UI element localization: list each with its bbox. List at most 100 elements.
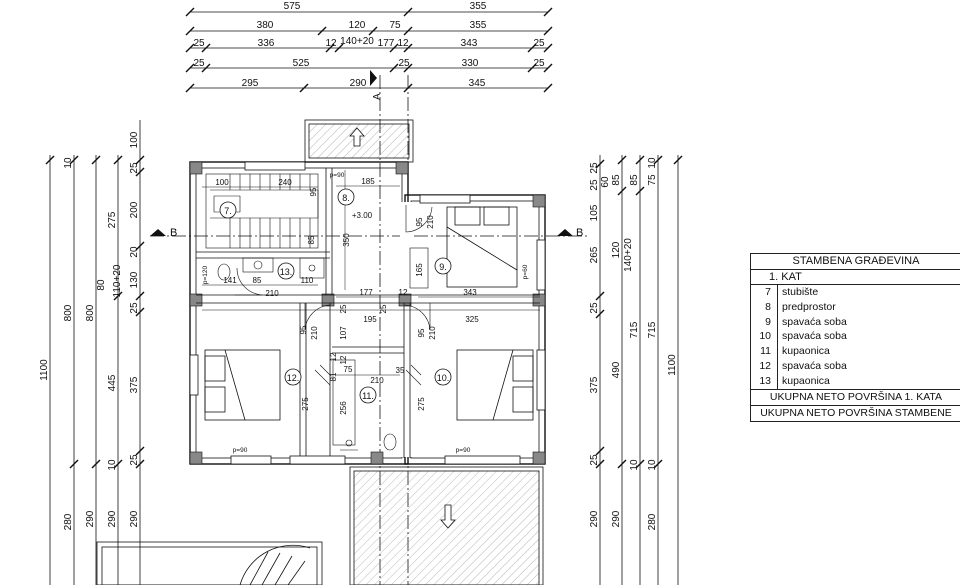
dim-top-r3-0: 25 xyxy=(193,38,205,49)
dim-top-r1-1: 355 xyxy=(470,1,487,12)
dim-int-p90c: p=90 xyxy=(330,172,345,179)
legend-row: 8 predprostor xyxy=(751,299,960,315)
legend-row-name: kupaonica xyxy=(782,345,830,358)
left-dimension-lines xyxy=(45,120,145,585)
dim-int-95a: 95 xyxy=(415,217,424,226)
bathroom-13-fixtures xyxy=(217,257,325,281)
dim-int-p90b: p=90 xyxy=(456,447,471,454)
dim-left-f3: 130 xyxy=(129,271,140,288)
dim-top-r4-0: 25 xyxy=(193,58,205,69)
dim-left-e3: 110+20 xyxy=(112,264,123,297)
dim-right-b4: 490 xyxy=(611,361,622,378)
dim-int-25b: 25 xyxy=(379,304,388,313)
dim-top-r2-3: 355 xyxy=(470,20,487,31)
dim-right-c0: 85 xyxy=(629,174,640,186)
dim-top-r2-0: 380 xyxy=(257,20,274,31)
dim-left-g0: 100 xyxy=(129,131,140,148)
top-dimension-lines xyxy=(185,7,553,93)
dim-left-e0: 10 xyxy=(63,157,74,169)
dim-right-a2: 265 xyxy=(589,246,600,263)
dim-left-d0: 445 xyxy=(107,374,118,391)
dim-right-a5: 25 xyxy=(589,454,600,466)
dim-right-b1: 85 xyxy=(611,174,622,186)
dim-int-stair-95: 95 xyxy=(309,187,318,196)
dim-right-top1: 10 xyxy=(647,157,658,169)
dim-int-210a: 210 xyxy=(426,215,435,229)
dim-int-275a: 275 xyxy=(301,397,310,411)
dim-top-r3-1: 336 xyxy=(258,38,275,49)
dim-int-95c: 95 xyxy=(417,328,426,337)
dim-int-25a: 25 xyxy=(339,304,348,313)
doors xyxy=(235,205,433,386)
dim-left-f7: 290 xyxy=(129,510,140,527)
dim-int-275b: 275 xyxy=(417,397,426,411)
dim-left-f1: 200 xyxy=(129,201,140,218)
windows xyxy=(189,161,546,465)
dim-left-c0: 800 xyxy=(85,304,96,321)
room-7-marker: 7. xyxy=(224,206,232,216)
dim-int-85: 85 xyxy=(253,276,262,285)
legend-row-name: spavaća soba xyxy=(782,315,847,328)
dim-left-c1: 290 xyxy=(85,510,96,527)
lower-stair-outline xyxy=(96,541,323,585)
dim-int-210d: 210 xyxy=(428,326,437,340)
dim-left-f5: 375 xyxy=(129,376,140,393)
legend-row: 13 kupaonica xyxy=(751,373,960,389)
legend-floor: 1. KAT xyxy=(751,270,960,285)
dim-left-e2: 80 xyxy=(96,279,107,291)
dim-int-210e: 210 xyxy=(370,376,384,385)
legend-row-num: 10 xyxy=(751,329,778,345)
dim-top-r4-4: 25 xyxy=(533,58,545,69)
dim-right-a1: 105 xyxy=(589,204,600,221)
dim-left-a0: 1100 xyxy=(39,359,50,381)
room-10-marker: 10. xyxy=(437,373,450,383)
legend-row: 10 spavaća soba xyxy=(751,329,960,345)
dim-right-c1: 715 xyxy=(629,321,640,338)
legend-title: STAMBENA GRAĐEVINA xyxy=(751,254,960,270)
dim-right-a4: 375 xyxy=(589,376,600,393)
dim-int-177: 177 xyxy=(359,288,373,297)
legend-row-name: predprostor xyxy=(782,300,836,313)
dim-left-b0: 800 xyxy=(63,304,74,321)
dim-int-110: 110 xyxy=(301,276,314,285)
room-13-marker: 13. xyxy=(280,267,293,277)
bed-room-12 xyxy=(204,349,281,421)
bottom-terrace xyxy=(349,466,544,585)
wardrobe-room-9 xyxy=(409,247,429,289)
dim-right-a6: 290 xyxy=(589,510,600,527)
dim-left-f6: 25 xyxy=(129,454,140,466)
bathroom-11-fixtures xyxy=(332,359,397,451)
dim-top-r4-2: 25 xyxy=(398,58,410,69)
dim-left-f2: 20 xyxy=(129,246,140,258)
dim-int-185: 185 xyxy=(361,177,375,186)
legend-row-num: 13 xyxy=(751,373,778,389)
arrow-up-icon xyxy=(349,127,365,147)
dim-top-r5-1: 290 xyxy=(350,78,367,89)
legend-row: 7 stubište xyxy=(751,285,960,300)
dim-right-e0: 1100 xyxy=(667,354,678,376)
dim-left-f0: 25 xyxy=(129,162,140,174)
dim-right-d1: 75 xyxy=(647,174,658,186)
dim-int-325: 325 xyxy=(465,315,479,324)
legend-row-num: 11 xyxy=(751,344,778,359)
dim-int-95b: 95 xyxy=(299,325,308,334)
dim-right-a0: 25 xyxy=(589,179,600,191)
dim-right-b5: 290 xyxy=(611,510,622,527)
dim-left-b1: 280 xyxy=(63,513,74,530)
dim-int-12a: 12 xyxy=(399,288,408,297)
bed-room-10 xyxy=(456,349,534,421)
dim-int-p120: p=120 xyxy=(202,265,209,284)
dim-top-r3-3: 177 xyxy=(378,38,395,49)
legend-total-floor: UKUPNA NETO POVRŠINA 1. KATA xyxy=(751,388,960,405)
dim-top-r5-0: 295 xyxy=(242,78,259,89)
section-b-right-marker-icon xyxy=(557,229,573,236)
dim-int-85b: 85 xyxy=(307,235,316,244)
dim-right-b2: 120 xyxy=(611,241,622,258)
dim-int-107: 107 xyxy=(339,326,348,340)
dim-int-256: 256 xyxy=(339,401,348,415)
section-b-left-marker-icon xyxy=(150,229,166,236)
dim-int-stair-240: 240 xyxy=(278,178,292,187)
legend-row-name: spavaća soba xyxy=(782,330,847,343)
bed-room-9 xyxy=(446,206,518,288)
legend-row-num: 12 xyxy=(751,358,778,374)
